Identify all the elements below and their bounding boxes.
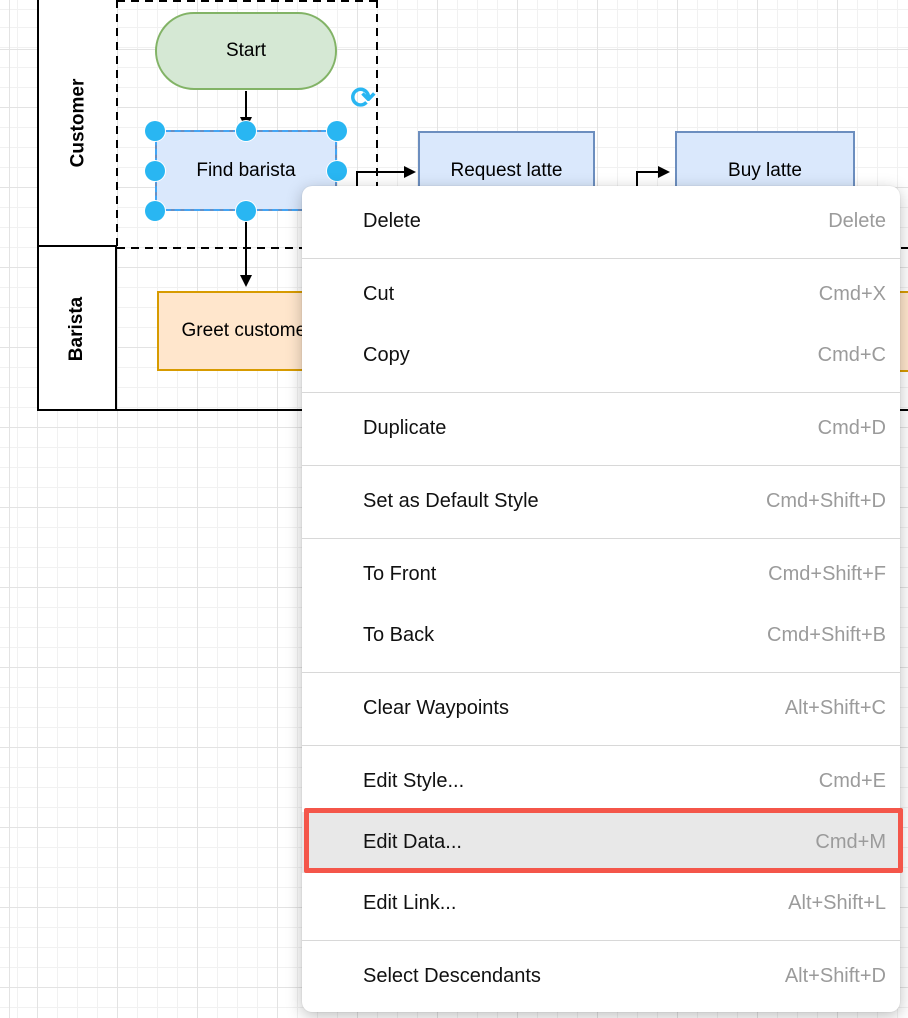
lane-header-customer[interactable]: Customer: [37, 0, 117, 247]
menu-item-label: Set as Default Style: [363, 490, 539, 512]
menu-item-set-as-default-style[interactable]: Set as Default Style Cmd+Shift+D: [302, 471, 900, 532]
menu-item-label: Duplicate: [363, 417, 447, 439]
selection-handle-top-middle[interactable]: [236, 121, 256, 141]
menu-separator: [302, 744, 900, 746]
node-buy-latte-label: Buy latte: [728, 160, 802, 181]
menu-item-shortcut: Cmd+Shift+D: [765, 490, 886, 512]
menu-item-to-front[interactable]: To Front Cmd+Shift+F: [302, 544, 900, 605]
selection-handle-middle-right[interactable]: [327, 161, 347, 181]
menu-item-shortcut: Alt+Shift+L: [788, 892, 886, 914]
lane-header-barista[interactable]: Barista: [37, 247, 117, 410]
selection-handle-bottom-left[interactable]: [145, 201, 165, 221]
menu-item-to-back[interactable]: To Back Cmd+Shift+B: [302, 605, 900, 666]
menu-separator: [302, 939, 900, 941]
menu-item-shortcut: Cmd+C: [817, 344, 886, 366]
menu-item-label: Select Descendants: [363, 965, 541, 987]
menu-item-label: Edit Data...: [363, 831, 462, 853]
menu-item-shortcut: Delete: [828, 210, 886, 232]
menu-item-label: To Back: [363, 624, 435, 646]
lane-label-customer: Customer: [67, 78, 88, 167]
selection-handle-middle-left[interactable]: [145, 161, 165, 181]
menu-item-shortcut: Cmd+E: [818, 770, 886, 792]
menu-item-cut[interactable]: Cut Cmd+X: [302, 264, 900, 325]
selection-handle-bottom-middle[interactable]: [236, 201, 256, 221]
node-start[interactable]: Start: [155, 12, 337, 90]
menu-item-label: Cut: [363, 283, 395, 305]
menu-separator: [302, 464, 900, 466]
menu-item-clear-waypoints[interactable]: Clear Waypoints Alt+Shift+C: [302, 678, 900, 739]
rotate-icon[interactable]: ⟳: [350, 82, 376, 115]
menu-separator: [302, 391, 900, 393]
menu-item-edit-link[interactable]: Edit Link... Alt+Shift+L: [302, 873, 900, 934]
menu-item-label: To Front: [363, 563, 437, 585]
menu-separator: [302, 257, 900, 259]
node-greet-customer-label: Greet customer: [181, 320, 313, 341]
menu-item-shortcut: Cmd+D: [817, 417, 886, 439]
menu-item-shortcut: Alt+Shift+D: [784, 965, 886, 987]
menu-item-shortcut: Cmd+X: [818, 283, 886, 305]
menu-item-shortcut: Cmd+Shift+F: [768, 563, 886, 585]
menu-item-shortcut: Cmd+Shift+B: [767, 624, 886, 646]
menu-item-label: Delete: [363, 210, 421, 232]
menu-item-label: Edit Link...: [363, 892, 457, 914]
menu-item-label: Clear Waypoints: [363, 697, 509, 719]
menu-item-shortcut: Alt+Shift+C: [784, 697, 886, 719]
node-find-barista[interactable]: Find barista: [155, 130, 337, 211]
selection-handle-top-left[interactable]: [145, 121, 165, 141]
node-find-barista-label: Find barista: [196, 159, 296, 181]
menu-separator: [302, 537, 900, 539]
node-start-label: Start: [225, 40, 267, 61]
node-request-latte-label: Request latte: [450, 160, 563, 181]
menu-item-select-descendants[interactable]: Select Descendants Alt+Shift+D: [302, 946, 900, 1007]
menu-separator: [302, 671, 900, 673]
lane-label-barista: Barista: [65, 296, 87, 361]
menu-item-label: Edit Style...: [363, 770, 465, 792]
menu-item-duplicate[interactable]: Duplicate Cmd+D: [302, 398, 900, 459]
selection-handle-top-right[interactable]: [327, 121, 347, 141]
menu-item-shortcut: Cmd+M: [815, 831, 886, 853]
menu-item-delete[interactable]: Delete Delete: [302, 191, 900, 252]
edge-find-barista-to-greet-customer[interactable]: [240, 213, 252, 287]
menu-item-copy[interactable]: Copy Cmd+C: [302, 325, 900, 386]
menu-item-label: Copy: [363, 344, 410, 366]
menu-item-edit-style[interactable]: Edit Style... Cmd+E: [302, 751, 900, 812]
menu-item-edit-data[interactable]: Edit Data... Cmd+M: [302, 812, 900, 873]
context-menu: Delete Delete Cut Cmd+X Copy Cmd+C Dupli…: [302, 186, 900, 1012]
